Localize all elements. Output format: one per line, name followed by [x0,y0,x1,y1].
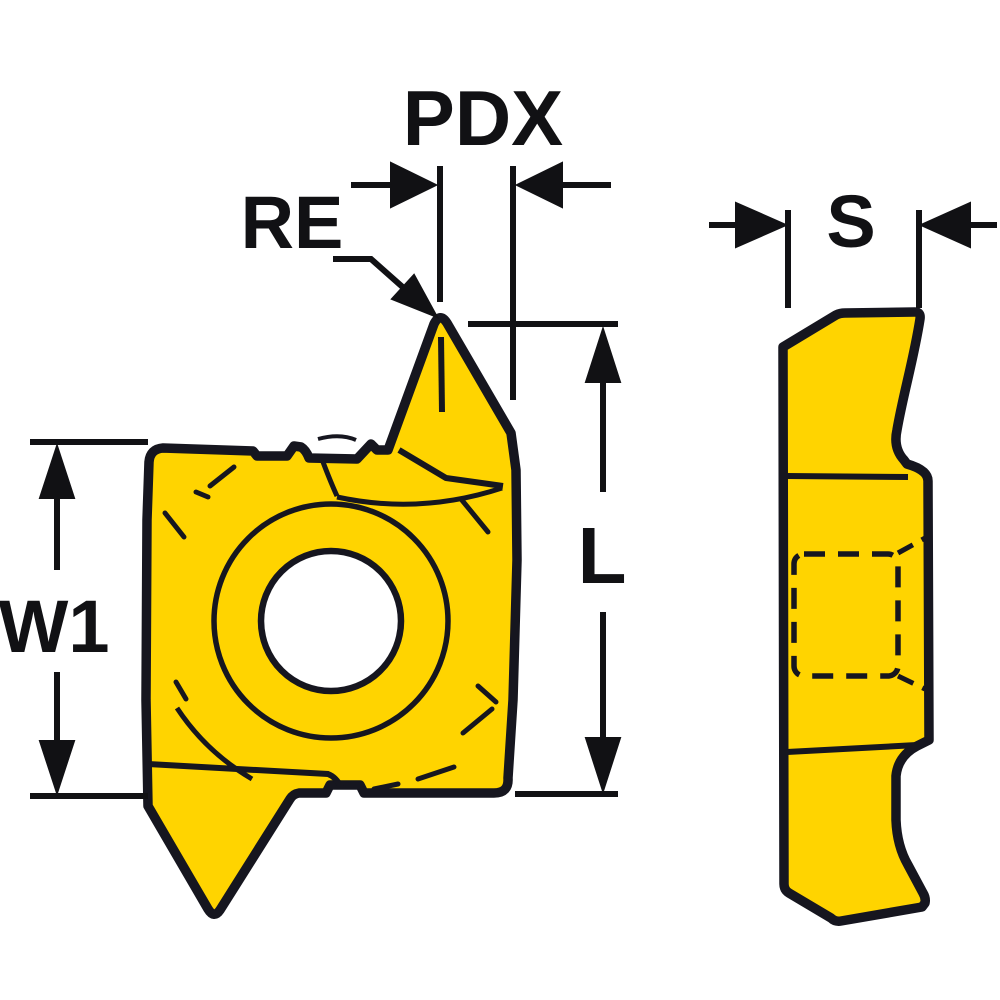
chip-face-curve-lower [174,706,254,782]
tip-base-line [397,447,504,489]
dim-l: L [468,321,627,797]
side-view-outline [778,307,934,926]
notch-lip-line [317,434,357,442]
re-label: RE [241,181,344,264]
gash-line-upper [320,461,340,498]
side-facet-line-bottom [786,742,918,755]
w1-label: W1 [0,585,110,668]
pdx-arrowhead-right [514,161,563,209]
l-label: L [578,511,627,600]
w1-arrowhead-bottom [38,740,76,797]
dim-re: RE [241,181,440,319]
hidden-hole-dashed [791,551,901,679]
pdx-arrowhead-left [390,161,439,209]
side-facet-line-top [785,473,909,480]
pdx-label: PDX [403,74,563,162]
notch-lip-line-2 [365,444,382,453]
chip-face-curve-upper [336,485,503,507]
l-arrowhead-top [584,325,622,383]
l-arrowhead-bottom [584,737,622,795]
front-view [141,313,522,919]
hidden-chamfer-bottom [896,673,927,692]
re-arrowhead [390,273,440,319]
w1-arrowhead-top [38,442,76,499]
lower-facet-line [147,761,344,789]
s-arrowhead-left [735,201,789,249]
detail-dashes [162,464,499,792]
counterbore-circle [211,501,451,741]
hidden-chamfer-top [896,534,929,556]
screw-hole [257,547,405,695]
side-view [778,307,934,926]
dim-s: S [709,180,997,308]
s-label: S [826,180,875,263]
dim-w1: W1 [0,439,148,799]
re-leader-line [333,256,417,301]
tip-centerline [438,336,445,413]
dim-pdx: PDX [351,74,611,400]
s-arrowhead-right [918,201,971,249]
